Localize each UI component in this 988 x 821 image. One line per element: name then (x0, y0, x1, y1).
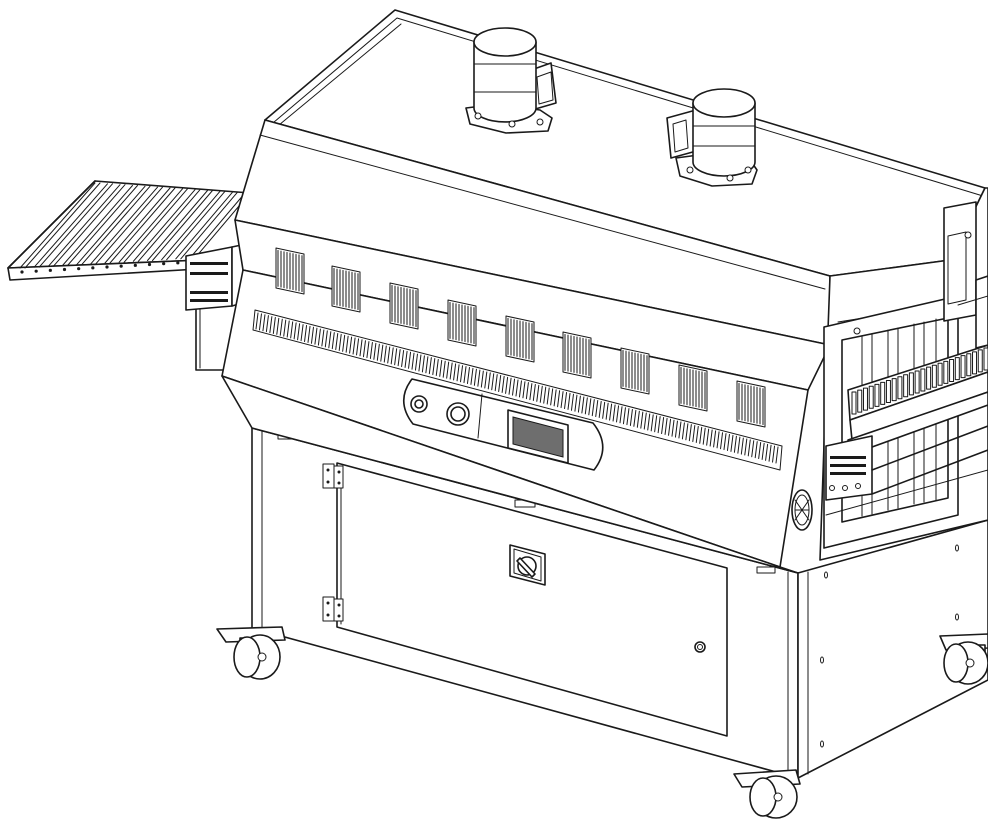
roller (161, 190, 226, 266)
roller (104, 187, 176, 269)
louver-strip (252, 309, 783, 471)
motor-right (666, 88, 758, 187)
door-hinge-top (322, 463, 344, 489)
caster-rear-right (939, 633, 988, 685)
vent-grille (275, 247, 305, 295)
control-knob-left[interactable] (410, 395, 428, 413)
control-panel (402, 378, 604, 471)
vent-grille (562, 331, 592, 379)
vent-grille (447, 299, 477, 347)
roller (147, 190, 213, 267)
roller (62, 185, 138, 272)
roller (76, 185, 151, 271)
roller (132, 189, 201, 267)
side-rivets (820, 544, 959, 748)
door-lock-icon[interactable] (694, 641, 706, 653)
caster-left (216, 626, 286, 680)
main-switch[interactable] (509, 544, 546, 586)
outfeed-assembly (791, 201, 988, 549)
outfeed-bracket-vents (830, 456, 866, 475)
hood-vents (275, 247, 766, 428)
vent-grille (389, 282, 419, 330)
cabinet-door[interactable] (322, 462, 728, 737)
vent-grille (736, 380, 766, 428)
caster-front-right (733, 769, 801, 819)
roller (19, 182, 101, 274)
touch-screen[interactable] (507, 409, 569, 464)
door-hinge-bottom (322, 596, 344, 622)
control-knob-right[interactable] (446, 402, 470, 426)
roller (33, 183, 113, 273)
end-bracket-vents (190, 262, 228, 302)
roller (175, 191, 238, 265)
roller (47, 184, 126, 272)
vent-grille (620, 347, 650, 395)
vent-grille (678, 364, 708, 412)
roller (118, 188, 188, 268)
cooling-fan-icon (791, 489, 813, 531)
infeed-conveyor (7, 180, 251, 371)
vent-grille (331, 265, 361, 313)
motor-left (465, 27, 557, 134)
vent-grille (505, 315, 535, 363)
roller (90, 186, 163, 270)
